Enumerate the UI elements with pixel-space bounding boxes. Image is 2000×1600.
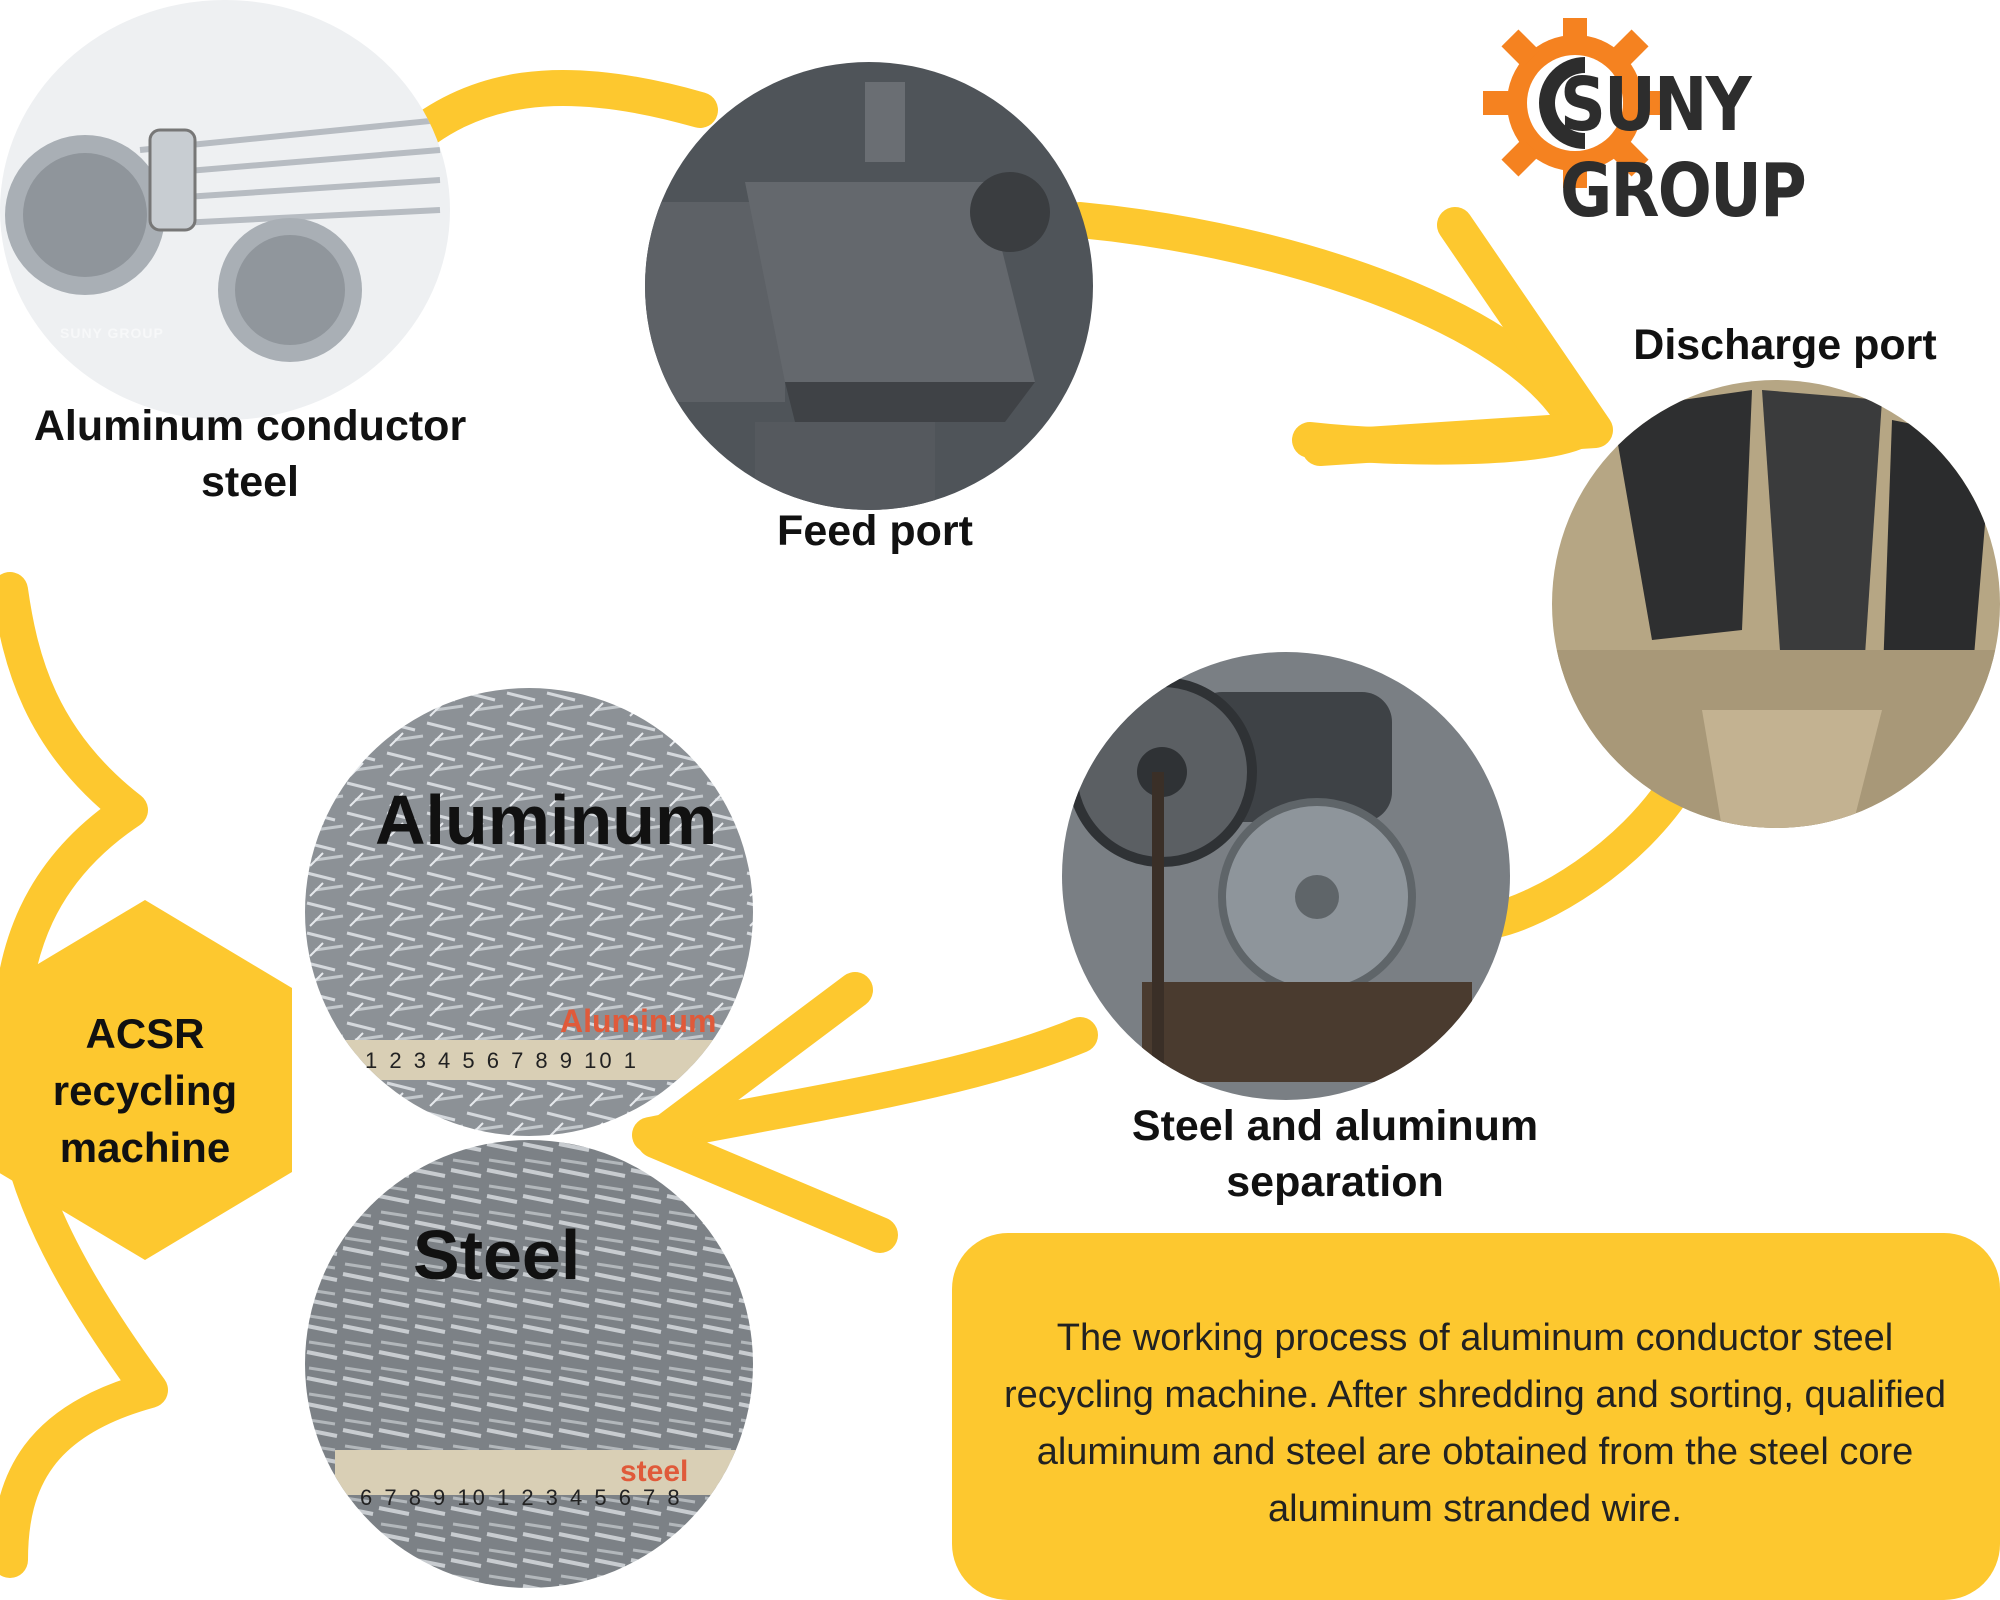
- arrow-outputs-head: [637, 972, 898, 1253]
- arrow-feed-to-discharge: [1062, 202, 1598, 465]
- steel-tag: steel: [620, 1455, 689, 1488]
- label-discharge-port: Discharge port: [1633, 321, 1937, 369]
- steel-title: Steel: [413, 1216, 581, 1294]
- photo-aluminum-output: [305, 688, 753, 1136]
- description-text: The working process of aluminum conducto…: [1003, 1317, 1947, 1530]
- acsr-machine-label: ACSR recycling machine: [52, 1010, 238, 1171]
- photo-separation: [1062, 652, 1510, 1100]
- arrow-separation-to-outputs: [632, 1017, 1098, 1153]
- aluminum-title: Aluminum: [375, 781, 718, 859]
- photo-steel-output: [305, 1140, 753, 1588]
- watermark: SUNY GROUP: [60, 325, 164, 341]
- arrow-conductor-to-feed: [382, 69, 718, 168]
- steel-ruler: 6 7 8 9 10 1 2 3 4 5 6 7 8: [360, 1485, 683, 1510]
- gear-icon: [1483, 18, 1667, 188]
- description-box: [952, 1233, 2000, 1600]
- acsr-hexagon: [0, 900, 292, 1260]
- photo-discharge-port: [1552, 380, 2000, 828]
- arrow-discharge-to-separation: [1477, 762, 1698, 938]
- aluminum-tag: Aluminum: [560, 1003, 717, 1039]
- logo: [1483, 18, 1667, 188]
- brand-name: SUNY GROUP: [1560, 62, 1807, 234]
- label-separation: Steel and aluminum separation: [1131, 1102, 1539, 1206]
- label-aluminum-conductor: Aluminum conductor steel: [33, 402, 467, 506]
- label-feed-port: Feed port: [777, 507, 973, 555]
- aluminum-ruler: 1 2 3 4 5 6 7 8 9 10 1: [365, 1048, 639, 1073]
- arrow-feed-head: [1302, 207, 1613, 466]
- photo-aluminum-conductor: [0, 0, 450, 420]
- photo-feed-port: [645, 62, 1093, 510]
